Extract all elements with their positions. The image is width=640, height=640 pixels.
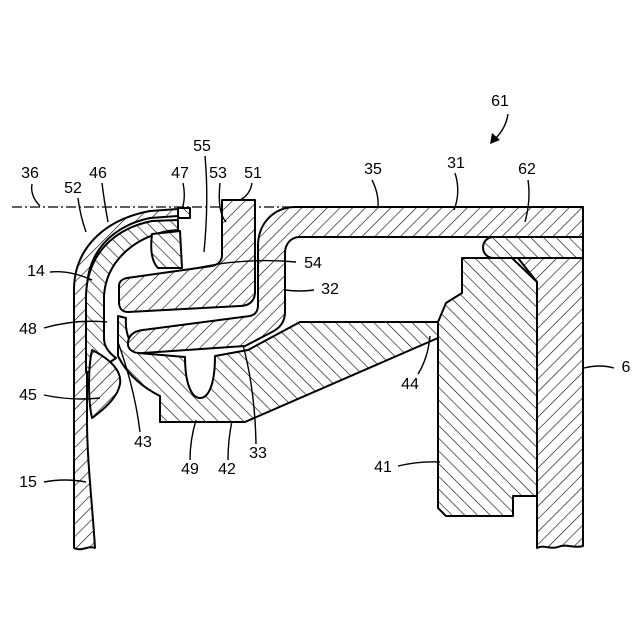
label-15: 15 — [19, 474, 37, 491]
leader-49 — [190, 420, 196, 460]
label-6: 6 — [622, 359, 631, 376]
leader-55 — [204, 156, 207, 252]
label-35: 35 — [364, 161, 382, 178]
label-47: 47 — [171, 165, 189, 182]
leader-36 — [32, 184, 40, 206]
label-45: 45 — [19, 387, 37, 404]
leader-47 — [182, 183, 184, 209]
arrow-61 — [495, 114, 508, 139]
block-41 — [438, 258, 537, 516]
label-49: 49 — [181, 461, 199, 478]
leader-35 — [372, 180, 378, 207]
tab-47 — [178, 208, 190, 218]
leader-6 — [584, 366, 614, 368]
label-52: 52 — [64, 180, 82, 197]
leader-41 — [398, 462, 440, 466]
label-54: 54 — [304, 255, 322, 272]
label-32: 32 — [321, 281, 339, 298]
label-62: 62 — [518, 161, 536, 178]
label-41: 41 — [374, 459, 392, 476]
leader-32 — [285, 290, 314, 291]
label-61: 61 — [491, 93, 509, 110]
leader-52 — [78, 198, 86, 232]
leader-31 — [454, 173, 458, 210]
bulge-45 — [89, 350, 120, 418]
label-42: 42 — [218, 461, 236, 478]
label-55: 55 — [193, 138, 211, 155]
label-33: 33 — [249, 445, 267, 462]
label-53: 53 — [209, 165, 227, 182]
label-51: 51 — [244, 165, 262, 182]
label-48: 48 — [19, 321, 37, 338]
leader-51 — [240, 183, 252, 200]
label-46: 46 — [89, 165, 107, 182]
block-53 — [151, 231, 182, 268]
label-43: 43 — [134, 434, 152, 451]
label-36: 36 — [21, 165, 39, 182]
label-44: 44 — [401, 376, 419, 393]
label-31: 31 — [447, 155, 465, 172]
label-14: 14 — [27, 263, 45, 280]
strip-62 — [483, 237, 583, 258]
leader-42 — [228, 421, 232, 460]
leader-46 — [102, 183, 108, 222]
